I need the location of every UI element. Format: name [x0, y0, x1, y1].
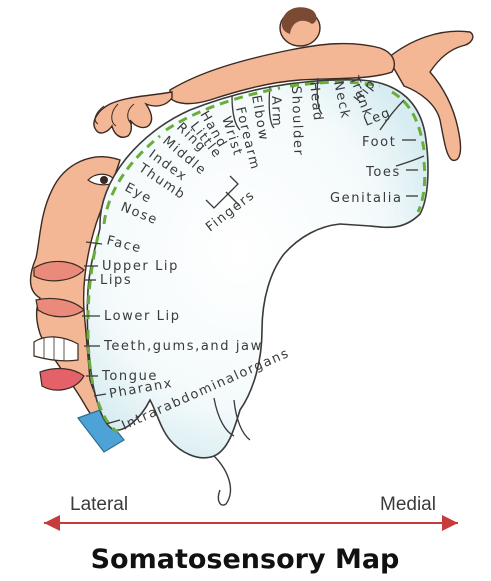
face-pharynx [77, 409, 125, 453]
axis-label-lateral: Lateral [70, 494, 128, 515]
label-lower-lip: Lower Lip [104, 309, 181, 324]
green-segment-7 [96, 401, 119, 434]
label-lips: Lips [100, 273, 132, 288]
label-tongue: Tongue [101, 369, 158, 384]
homunculus-torso [169, 42, 396, 105]
label-genitalia: Genitalia [330, 191, 403, 206]
green-segment-3 [391, 90, 426, 151]
homunculus-leg [387, 30, 474, 162]
green-segment-4 [416, 161, 427, 213]
green-segment-0 [102, 134, 161, 225]
label-ticks [82, 139, 418, 425]
label-shoulder: Shoulder [288, 86, 305, 157]
label-toes: Toes [365, 165, 401, 180]
label-teeth: Teeth,gums,and jaw [103, 339, 263, 354]
fingers-bracket [205, 175, 241, 209]
homunculus-hand [93, 91, 173, 138]
axis-label-medial: Medial [380, 494, 436, 515]
label-foot: Foot [362, 135, 396, 150]
face-teeth [33, 336, 79, 362]
green-segment-6 [86, 329, 96, 391]
homunculus-figure [93, 7, 474, 162]
label-head: Head [306, 81, 325, 123]
face-lower-lip [35, 297, 85, 318]
label-upper-lip: Upper Lip [102, 259, 179, 274]
green-segments [86, 80, 427, 434]
label-arm: Arm [268, 96, 284, 128]
face-tongue [39, 367, 85, 391]
green-segment-2 [289, 80, 381, 88]
green-segment-1 [165, 86, 281, 132]
face-upper-lip [33, 260, 85, 282]
homunculus-face [29, 156, 125, 453]
homunculus-hair [281, 7, 317, 35]
brain-stem [213, 455, 232, 506]
page-title: Somatosensory Map [91, 544, 400, 575]
